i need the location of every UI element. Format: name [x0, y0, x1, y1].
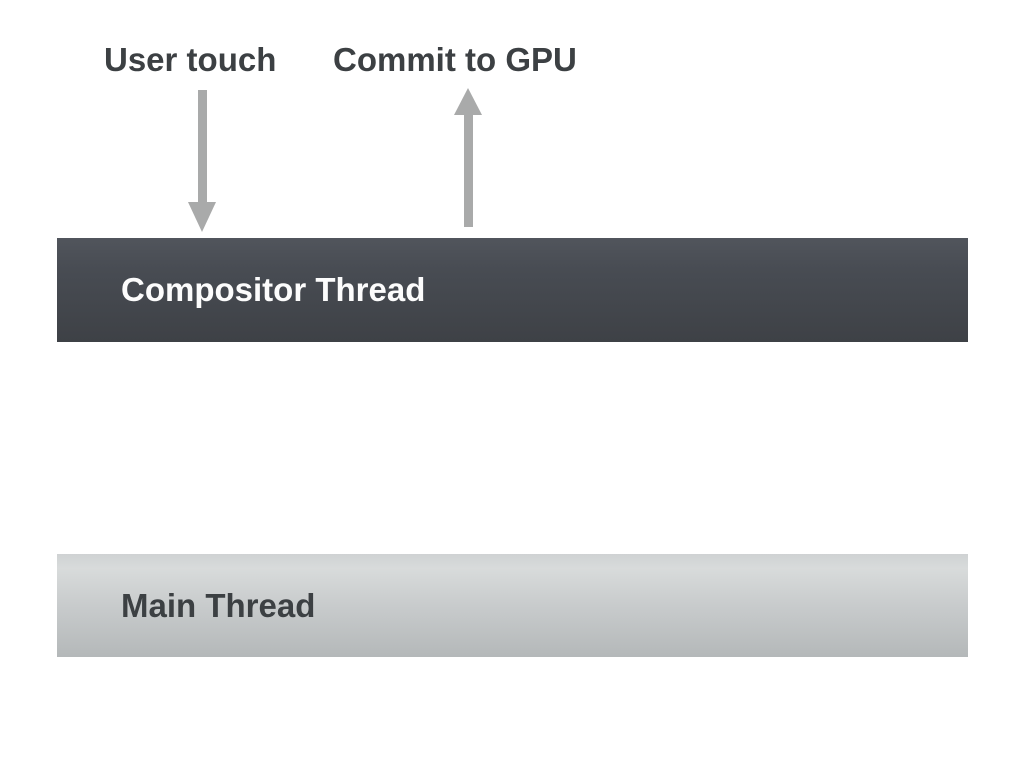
commit-to-gpu-label: Commit to GPU	[333, 41, 577, 78]
user-touch-label: User touch	[104, 41, 277, 78]
arrow-down-head	[188, 202, 216, 232]
arrow-down-shaft	[197, 90, 207, 202]
arrow-down-icon	[188, 90, 216, 232]
arrow-up-shaft	[463, 115, 473, 227]
main-thread-label: Main Thread	[121, 586, 316, 624]
main-thread-lane: Main Thread	[57, 554, 968, 657]
compositor-thread-label: Compositor Thread	[121, 271, 426, 308]
compositor-thread-lane: Compositor Thread	[57, 238, 968, 342]
arrow-up-head	[454, 88, 482, 115]
arrow-up-icon	[454, 88, 482, 227]
